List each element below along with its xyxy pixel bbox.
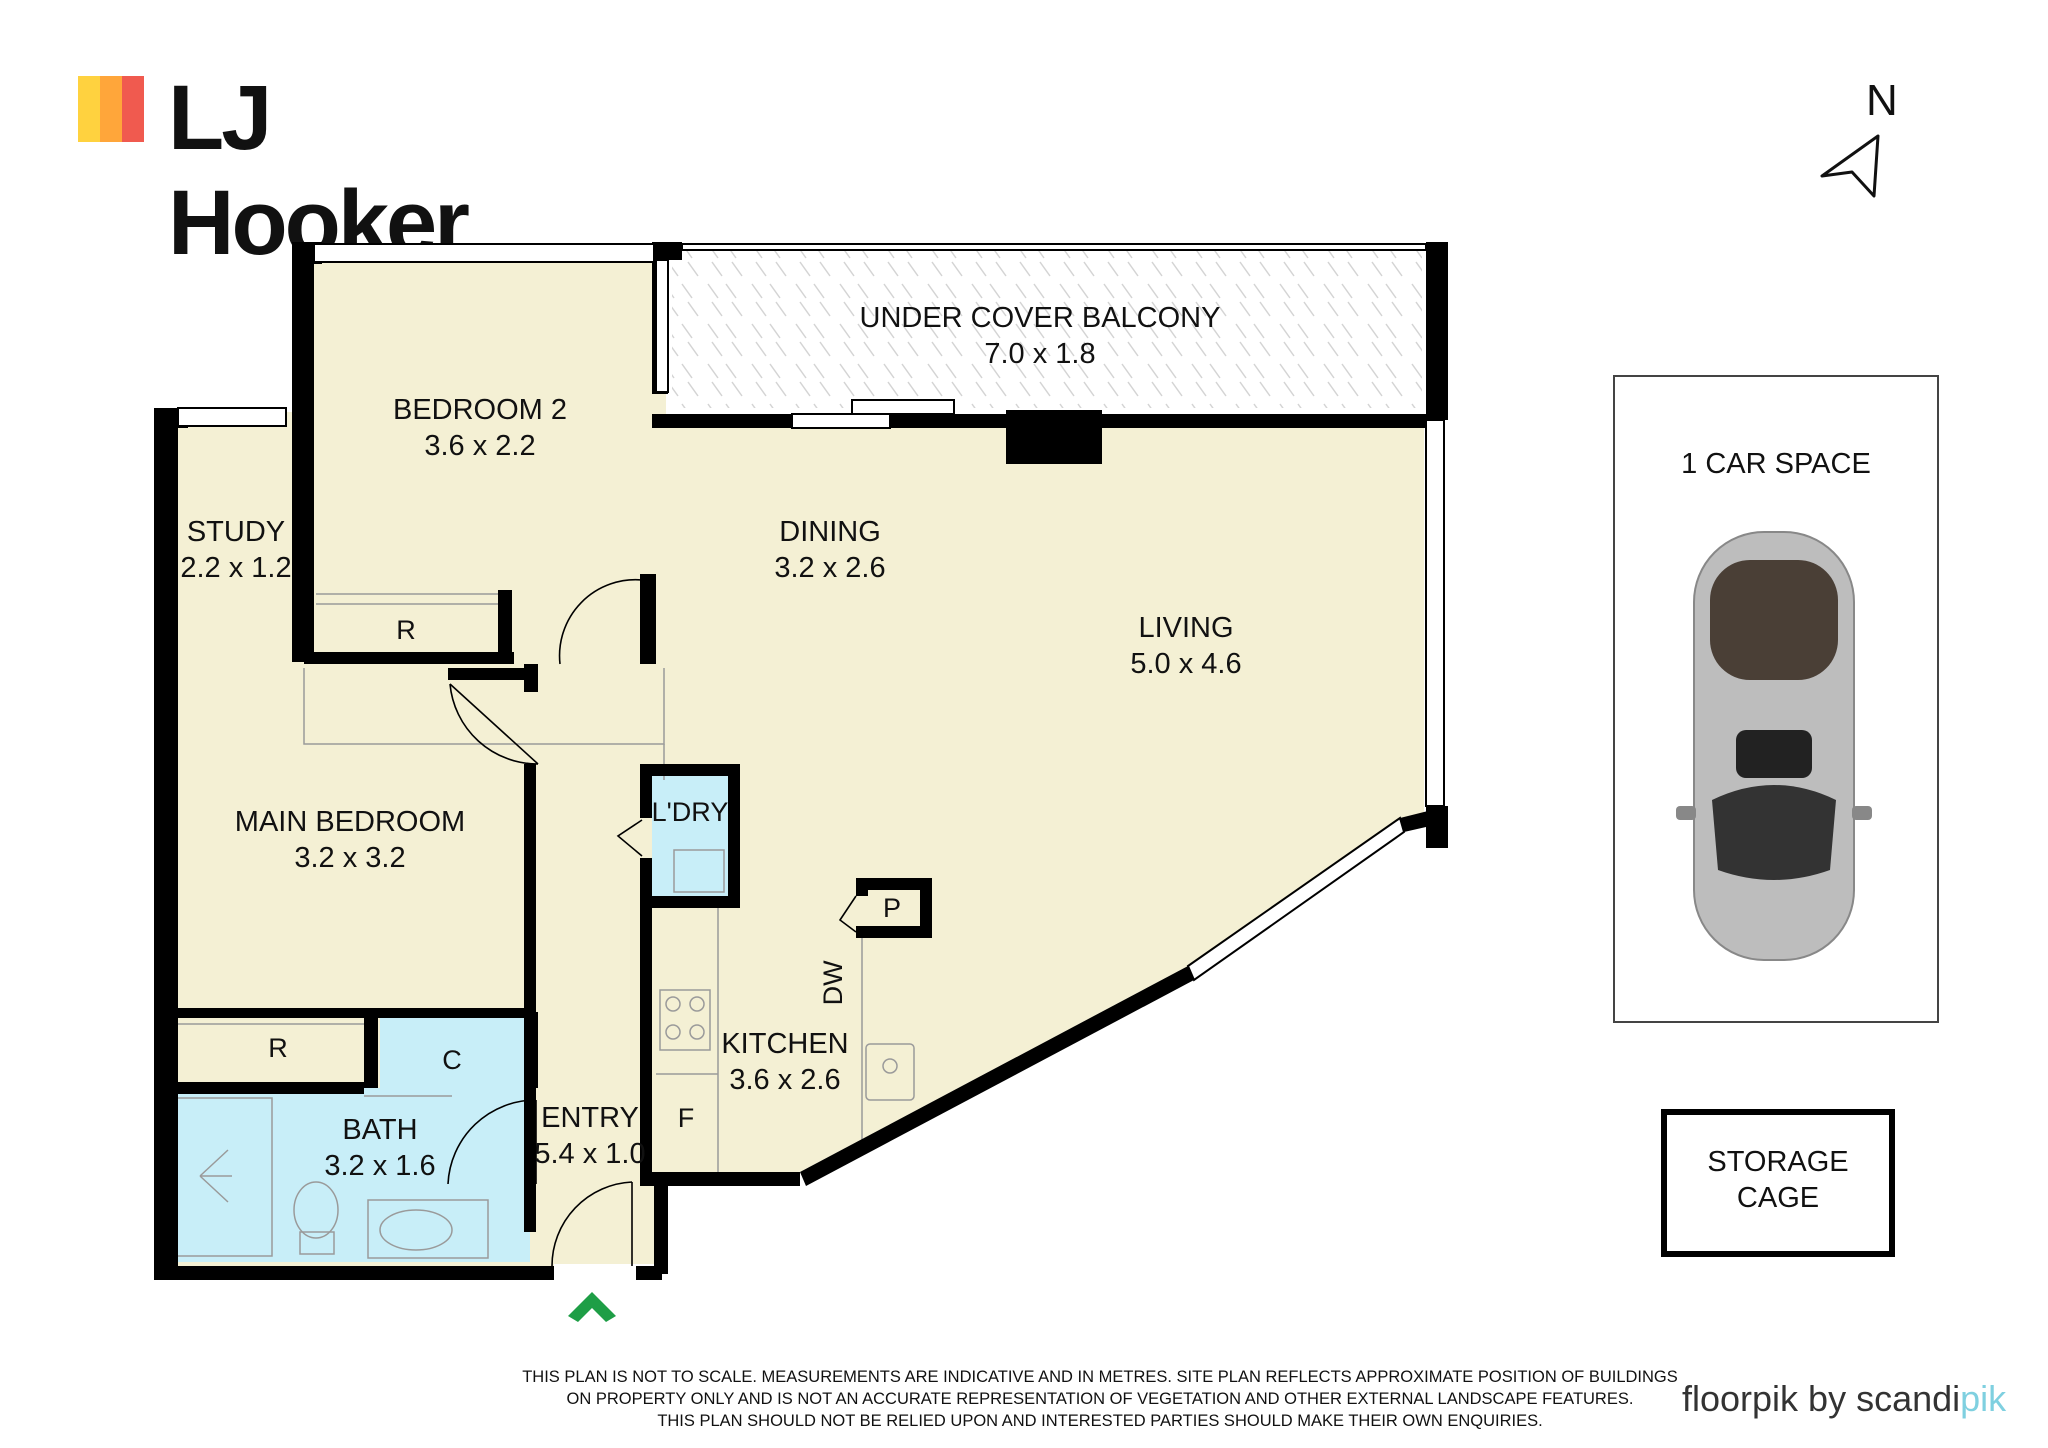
storage-line2: CAGE <box>1736 1182 1820 1215</box>
balcony-name: UNDER COVER BALCONY <box>859 302 1221 334</box>
walls <box>154 242 1448 1280</box>
dining-label: DINING 3.2 x 2.6 <box>740 514 920 587</box>
angled-window <box>1186 816 1406 982</box>
robe-bedroom2-label: R <box>396 615 416 645</box>
living-name: LIVING <box>1138 612 1234 644</box>
soft-lines <box>175 593 915 1259</box>
balcony-dims: 7.0 x 1.8 <box>984 338 1096 371</box>
north-arrow-icon <box>1820 134 1880 198</box>
entry-label: ENTRY 5.4 x 1.0 <box>530 1100 650 1173</box>
kitchen-name: KITCHEN <box>721 1028 849 1060</box>
fridge-label: F <box>677 1103 695 1133</box>
kitchen-dims: 3.6 x 2.6 <box>729 1064 841 1097</box>
robe-main-label: R <box>268 1033 288 1063</box>
study-name: STUDY <box>186 516 286 548</box>
main-bedroom-label: MAIN BEDROOM 3.2 x 3.2 <box>220 804 480 877</box>
entry-arrow-icon <box>568 1292 616 1322</box>
storage-line1: STORAGE <box>1707 1146 1849 1178</box>
disclaimer-line: THIS PLAN IS NOT TO SCALE. MEASUREMENTS … <box>522 1368 1678 1386</box>
dishwasher-label: DW <box>818 960 849 1006</box>
storage-cage-box <box>1661 1109 1895 1257</box>
door-swings <box>447 578 857 1267</box>
disclaimer-line: ON PROPERTY ONLY AND IS NOT AN ACCURATE … <box>566 1390 1634 1408</box>
main-bedroom-dims: 3.2 x 3.2 <box>294 842 406 875</box>
study-dims: 2.2 x 1.2 <box>180 552 292 585</box>
pantry-label: P <box>882 893 901 923</box>
car-space-label: 1 CAR SPACE <box>1681 448 1871 480</box>
bath-floor <box>170 1088 530 1262</box>
windows <box>177 243 1445 807</box>
dining-dims: 3.2 x 2.6 <box>774 552 886 585</box>
car-space-box <box>1613 375 1939 1023</box>
car-icon <box>1676 531 1872 961</box>
north-label: N <box>1866 76 1898 125</box>
living-dims: 5.0 x 4.6 <box>1130 648 1242 681</box>
bath-dims: 3.2 x 1.6 <box>324 1150 436 1183</box>
study-label: STUDY 2.2 x 1.2 <box>166 514 306 587</box>
floorpik-brand: floorpik by scandipik <box>1682 1378 2006 1420</box>
brand-prefix: floorpik by scandi <box>1682 1378 1961 1419</box>
laundry-name: L'DRY <box>651 797 729 827</box>
logo-stripes-icon <box>78 76 144 142</box>
kitchen-label: KITCHEN 3.6 x 2.6 <box>700 1026 870 1099</box>
balcony-label: UNDER COVER BALCONY 7.0 x 1.8 <box>840 300 1240 373</box>
cupboard-label: C <box>442 1045 462 1075</box>
disclaimer: THIS PLAN IS NOT TO SCALE. MEASUREMENTS … <box>440 1366 1760 1432</box>
disclaimer-line: THIS PLAN SHOULD NOT BE RELIED UPON AND … <box>657 1412 1543 1430</box>
brand-accent: pik <box>1960 1378 2007 1419</box>
bedroom2-name: BEDROOM 2 <box>392 394 568 426</box>
dining-name: DINING <box>779 516 881 548</box>
main-bedroom-name: MAIN BEDROOM <box>234 806 466 838</box>
balcony-floor <box>672 246 1422 408</box>
bath-name: BATH <box>342 1114 418 1146</box>
bedroom2-label: BEDROOM 2 3.6 x 2.2 <box>380 392 580 465</box>
laundry-floor <box>652 766 732 898</box>
storage-cage-label: STORAGE CAGE <box>1680 1144 1876 1217</box>
bath-label: BATH 3.2 x 1.6 <box>300 1112 460 1185</box>
cupboard-floor <box>380 1018 530 1088</box>
bedroom2-dims: 3.6 x 2.2 <box>424 430 536 463</box>
laundry-label: L'DRY <box>642 796 738 830</box>
entry-name: ENTRY <box>541 1102 639 1134</box>
entry-dims: 5.4 x 1.0 <box>534 1138 646 1171</box>
living-label: LIVING 5.0 x 4.6 <box>1096 610 1276 683</box>
